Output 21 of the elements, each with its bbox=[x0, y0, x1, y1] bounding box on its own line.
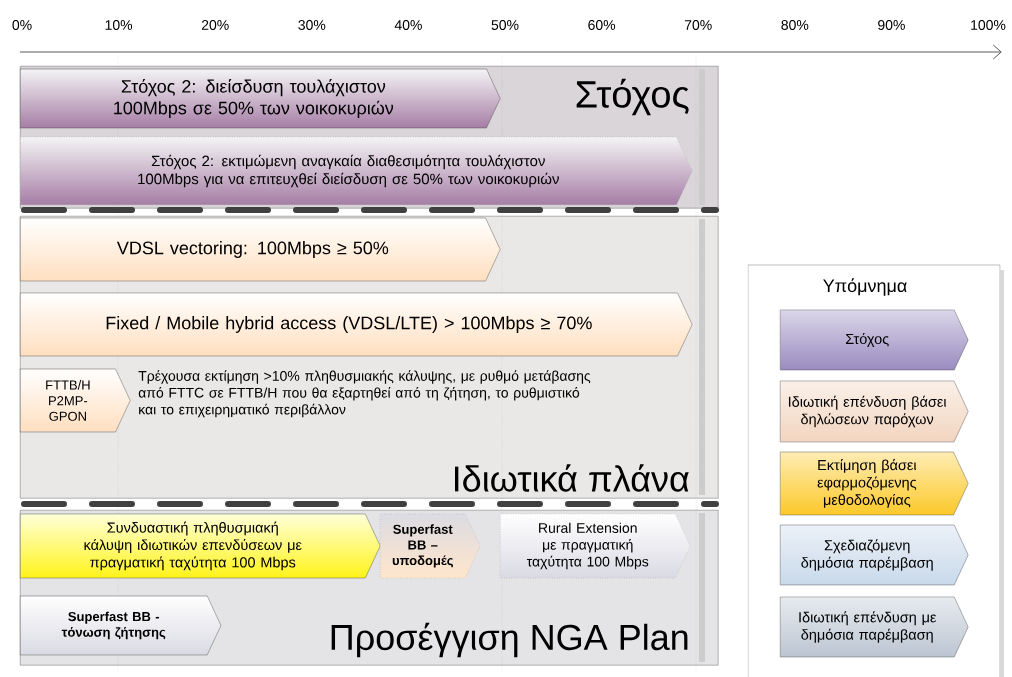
axis-label: 0% bbox=[12, 20, 32, 30]
axis-label: 90% bbox=[878, 20, 905, 30]
axis-label: 60% bbox=[588, 20, 616, 30]
chevron-box: FTTB/H P2MP-GPON bbox=[20, 368, 131, 433]
chevron-box: VDSL vectoring: 100Mbps ≥ 50% bbox=[20, 217, 501, 282]
axis-label: 10% bbox=[105, 20, 133, 30]
axis-label: 20% bbox=[201, 20, 229, 30]
chevron-box: Fixed / Mobile hybrid access (VDSL/LTE) > 100Mbps ≥ 70% bbox=[20, 292, 693, 357]
axis-label: 100% bbox=[971, 20, 1006, 30]
axis-label: 30% bbox=[298, 20, 326, 30]
axis-label: 50% bbox=[491, 20, 519, 30]
note-text: Τρέχουσα εκτίμηση >10% πληθυσμιακής κάλυψης, με ρυθμό μετάβασης από FTTC σε FTTB/H που θα εξαρτηθεί από τη ζήτηση, το ρυθμιστικό και το επιχειρηματικό περιβάλλον bbox=[138, 370, 591, 418]
axis-label: 40% bbox=[394, 20, 422, 30]
chevron-box: Στόχος 2: εκτιμώμενη αναγκαία διαθεσιμότητα τουλάχιστον 100Mbps για να επιτευχθεί διείσδυση σε 50% των νοικοκυριών bbox=[20, 136, 693, 206]
legend-title: Υπόμνημα bbox=[823, 278, 907, 296]
chevron-box: Superfast BB - τόνωση ζήτησης bbox=[20, 595, 222, 656]
chevron-box: Στόχος 2: διείσδυση τουλάχιστον 100Mbps σε 50% των νοικοκυριών bbox=[20, 68, 501, 129]
chevron-box: Rural Extension με πραγματική ταχύτητα 100 Mbps bbox=[500, 513, 691, 579]
axis-label: 70% bbox=[684, 20, 712, 30]
chevron-box: Superfast BB – υποδομές bbox=[380, 513, 481, 579]
axis-label: 80% bbox=[781, 20, 809, 30]
